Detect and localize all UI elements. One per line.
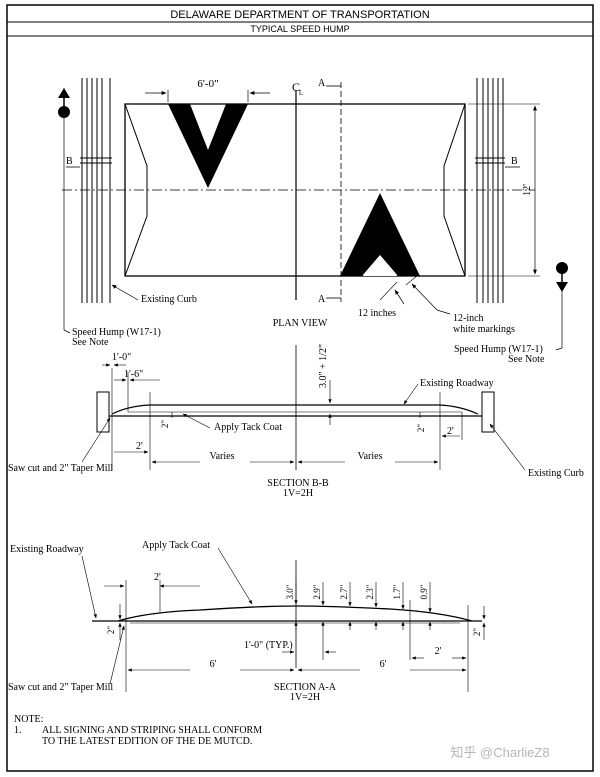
sign-left-symbol (58, 88, 70, 118)
white-markings-1: 12-inch (453, 313, 484, 324)
section-b-right: B (511, 156, 518, 167)
dim-1-0: 1'-0" (112, 352, 131, 363)
section-bb (81, 345, 526, 471)
watermark: 知乎 @CharlieZ8 (450, 745, 549, 760)
sign-right-label-1: Speed Hump (W17-1) (454, 344, 543, 355)
saw-cut-bb: Saw cut and 2" Taper Mill (8, 463, 113, 474)
apply-tack-aa: Apply Tack Coat (142, 540, 210, 551)
chevron-marking-down (168, 104, 248, 188)
agency-title: DELAWARE DEPARTMENT OF TRANSPORTATION (170, 9, 429, 21)
dim-2ft-bottom-aa: 2' (435, 646, 442, 657)
existing-roadway-bb: Existing Roadway (420, 378, 494, 389)
centerline-symbol: C (292, 80, 300, 94)
hump-height: 3.0" + 1/2" (318, 344, 329, 388)
centerline-sub: L (299, 89, 303, 97)
sign-left-label-2: See Note (72, 337, 109, 348)
white-markings-2: white markings (453, 324, 515, 335)
typ-spacing: 1'-0" (TYP.) (244, 640, 293, 651)
section-aa-scale: 1V=2H (290, 692, 320, 703)
height-2-3: 2.3" (365, 584, 375, 599)
dim-2in-left-aa: 2" (106, 626, 116, 635)
left-taper (124, 103, 148, 277)
height-3-0: 3.0" (285, 584, 295, 599)
existing-curb-bb: Existing Curb (528, 468, 584, 479)
note-heading: NOTE: (14, 714, 43, 725)
saw-cut-aa: Saw cut and 2" Taper Mill (8, 682, 113, 693)
dim-6ft-right: 6' (380, 659, 387, 670)
right-taper (443, 103, 466, 277)
drawing-title: TYPICAL SPEED HUMP (250, 24, 349, 34)
section-bb-title: SECTION B-B (267, 478, 329, 489)
chevron-marking-up (340, 193, 420, 276)
note-line-2: TO THE LATEST EDITION OF THE DE MUTCD. (42, 736, 252, 747)
title-block: DELAWARE DEPARTMENT OF TRANSPORTATION TY… (7, 9, 593, 37)
apply-tack-bb: Apply Tack Coat (214, 422, 282, 433)
dim-length: 12' (522, 184, 533, 196)
varies-right: Varies (358, 451, 383, 462)
height-0-9: 0.9" (419, 584, 429, 599)
right-curb (475, 78, 505, 303)
section-aa-title: SECTION A-A (274, 682, 337, 693)
varies-left: Varies (210, 451, 235, 462)
dim-chevron-width: 6'-0" (197, 78, 218, 90)
sign-left-label-1: Speed Hump (W17-1) (72, 327, 161, 338)
section-aa-labels: Existing Roadway Apply Tack Coat 2' 3.0"… (8, 540, 482, 703)
curb-right (481, 391, 495, 433)
plan-view-title: PLAN VIEW (273, 318, 328, 329)
dim-2in-left-bb: 2" (160, 420, 170, 429)
plan-view-labels: 6'-0" C L A A B B 12' Existing Curb PLAN… (66, 78, 545, 365)
existing-curb-label: Existing Curb (141, 294, 197, 305)
dim-2ft-right-bb: 2' (447, 426, 454, 437)
dim-2in-right-aa: 2" (472, 628, 482, 637)
note-line-1: ALL SIGNING AND STRIPING SHALL CONFORM (42, 725, 262, 736)
sign-right-symbol (556, 262, 568, 292)
height-1-7: 1.7" (392, 584, 402, 599)
sheet-border (6, 4, 594, 772)
left-curb (80, 78, 112, 303)
section-bb-labels: 1'-0" 1'-6" 3.0" + 1/2" Existing Roadway… (8, 344, 584, 499)
notes: NOTE: 1. ALL SIGNING AND STRIPING SHALL … (14, 714, 262, 747)
chevron-notch (363, 256, 397, 276)
section-b-left: B (66, 156, 73, 167)
section-bb-scale: 1V=2H (283, 488, 313, 499)
height-2-9: 2.9" (312, 584, 322, 599)
curb-left (96, 391, 110, 433)
section-a-bottom: A (318, 294, 326, 305)
dim-2ft-top-aa: 2' (154, 572, 161, 583)
dim-1-6: 1'-6" (124, 369, 143, 380)
existing-roadway-aa: Existing Roadway (10, 544, 84, 555)
twelve-inches-label: 12 inches (358, 308, 396, 319)
height-2-7: 2.7" (339, 584, 349, 599)
dim-6ft-left: 6' (210, 659, 217, 670)
section-aa (81, 547, 486, 692)
dim-2ft-left-bb: 2' (136, 441, 143, 452)
note-number: 1. (14, 725, 22, 736)
plan-view (62, 78, 563, 351)
dim-2in-right-bb: 2" (416, 424, 426, 433)
section-a-top: A (318, 78, 326, 89)
sign-right-label-2: See Note (508, 354, 545, 365)
